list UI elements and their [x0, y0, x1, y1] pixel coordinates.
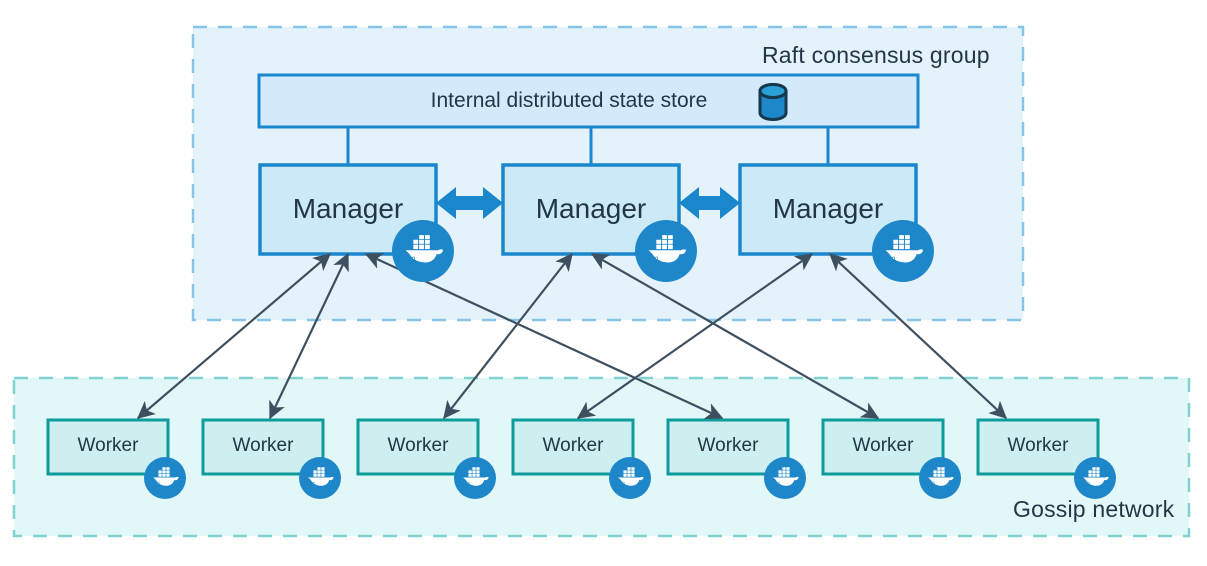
docker-whale-icon	[299, 457, 341, 499]
worker-box-6[interactable]	[821, 418, 945, 476]
link-m3-w7	[829, 253, 1007, 419]
link-m3-w4	[576, 253, 814, 419]
worker-label-7: Worker	[1007, 435, 1069, 456]
docker-whale-icon	[609, 457, 651, 499]
manager-box-2[interactable]	[501, 163, 681, 256]
manager-label-1: Manager	[292, 193, 404, 224]
worker-box-2[interactable]	[201, 418, 325, 476]
worker-box-4[interactable]	[511, 418, 635, 476]
docker-whale-icon	[1074, 457, 1116, 499]
docker-whale-icon	[764, 457, 806, 499]
docker-whale-icon	[919, 457, 961, 499]
gossip-group-label: Gossip network	[1013, 496, 1175, 522]
worker-label-6: Worker	[852, 435, 914, 456]
state-store-box[interactable]	[257, 73, 920, 129]
worker-box-1[interactable]	[46, 418, 170, 476]
worker-box-3[interactable]	[356, 418, 480, 476]
docker-whale-icon	[454, 457, 496, 499]
manager-peer-link-1-2	[436, 187, 503, 219]
manager-label-3: Manager	[772, 193, 884, 224]
worker-label-3: Worker	[387, 435, 449, 456]
worker-box-7[interactable]	[976, 418, 1100, 476]
docker-whale-icon	[392, 220, 454, 282]
worker-label-5: Worker	[697, 435, 759, 456]
worker-label-1: Worker	[77, 435, 139, 456]
worker-label-2: Worker	[232, 435, 294, 456]
store-to-manager-connectors	[346, 127, 830, 165]
worker-label-4: Worker	[542, 435, 604, 456]
link-m2-w3	[443, 252, 573, 420]
docker-whale-icon	[144, 457, 186, 499]
worker-box-5[interactable]	[666, 418, 790, 476]
state-store-label: Internal distributed state store	[430, 89, 708, 112]
raft-group-label: Raft consensus group	[762, 42, 990, 68]
docker-whale-icon	[872, 220, 934, 282]
manager-label-2: Manager	[535, 193, 647, 224]
docker-whale-icon	[635, 220, 697, 282]
link-m1-w2	[269, 252, 349, 420]
manager-peer-link-2-3	[679, 187, 740, 219]
